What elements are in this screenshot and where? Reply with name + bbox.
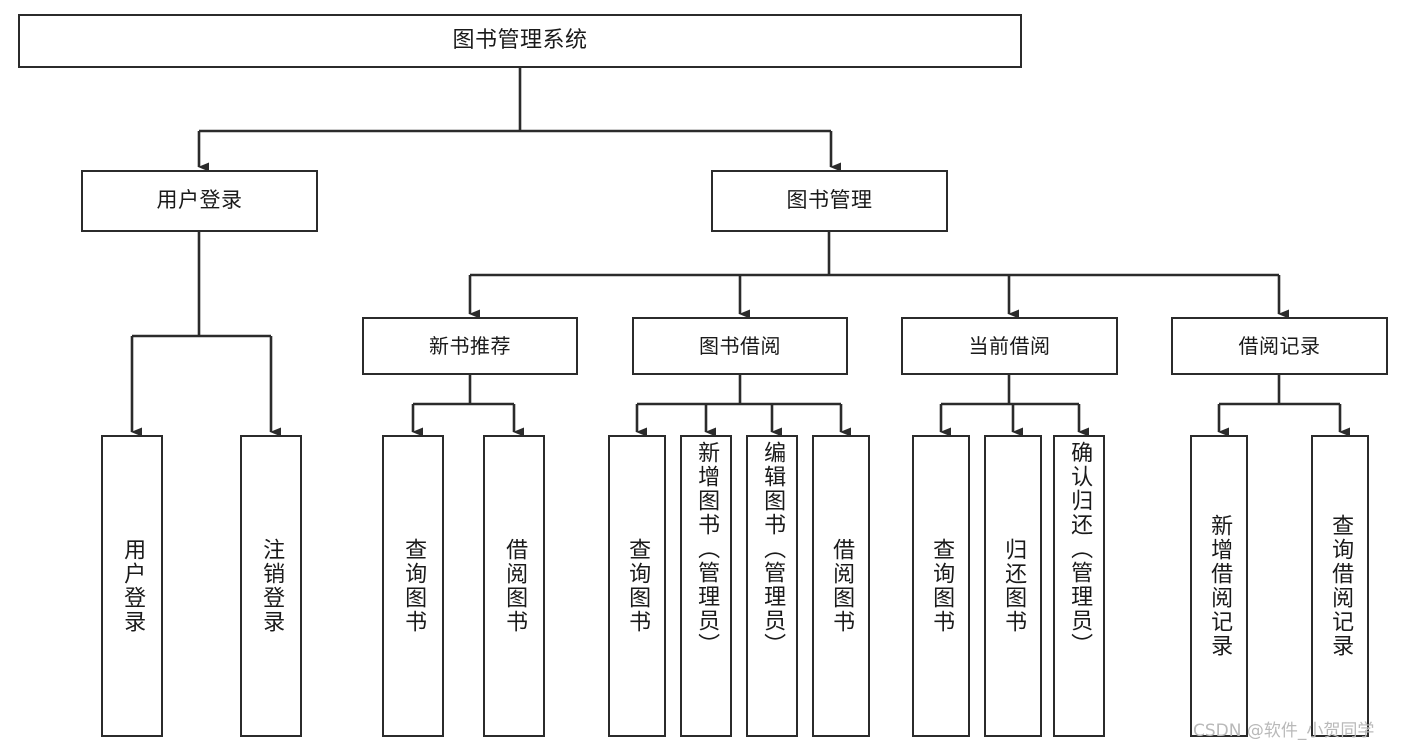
node-leaf-add-record-label: 新增借阅记录 bbox=[1207, 514, 1233, 658]
node-leaf-query-book-3[interactable]: 查询图书 bbox=[912, 435, 970, 737]
node-leaf-query-book-1-label: 查询图书 bbox=[401, 538, 427, 634]
node-leaf-query-book-2[interactable]: 查询图书 bbox=[608, 435, 666, 737]
node-leaf-borrow-book-1[interactable]: 借阅图书 bbox=[483, 435, 545, 737]
node-new-book-rec[interactable]: 新书推荐 bbox=[362, 317, 578, 375]
node-leaf-confirm-return[interactable]: 确认归还（管理员） bbox=[1053, 435, 1105, 737]
node-leaf-return-book-label: 归还图书 bbox=[1001, 538, 1027, 634]
node-leaf-add-record[interactable]: 新增借阅记录 bbox=[1190, 435, 1248, 737]
node-leaf-logout[interactable]: 注销登录 bbox=[240, 435, 302, 737]
node-leaf-user-login-label: 用户登录 bbox=[120, 538, 146, 634]
node-leaf-logout-label: 注销登录 bbox=[259, 538, 285, 634]
node-leaf-query-book-3-label: 查询图书 bbox=[929, 538, 955, 634]
node-book-manage[interactable]: 图书管理 bbox=[711, 170, 948, 232]
node-leaf-return-book[interactable]: 归还图书 bbox=[984, 435, 1042, 737]
node-leaf-query-book-2-label: 查询图书 bbox=[625, 538, 651, 634]
node-leaf-add-book-label: 新增图书（管理员） bbox=[694, 441, 720, 657]
node-leaf-edit-book-label: 编辑图书（管理员） bbox=[760, 441, 786, 657]
watermark: CSDN @软件_小贺同学 bbox=[1193, 721, 1375, 741]
node-leaf-borrow-book-2[interactable]: 借阅图书 bbox=[812, 435, 870, 737]
node-leaf-user-login[interactable]: 用户登录 bbox=[101, 435, 163, 737]
node-leaf-add-book[interactable]: 新增图书（管理员） bbox=[680, 435, 732, 737]
node-book-borrow[interactable]: 图书借阅 bbox=[632, 317, 848, 375]
node-current-borrow[interactable]: 当前借阅 bbox=[901, 317, 1118, 375]
node-user-login-label: 用户登录 bbox=[156, 188, 243, 213]
node-user-login[interactable]: 用户登录 bbox=[81, 170, 318, 232]
node-root-label: 图书管理系统 bbox=[452, 27, 588, 53]
node-leaf-edit-book[interactable]: 编辑图书（管理员） bbox=[746, 435, 798, 737]
node-leaf-confirm-return-label: 确认归还（管理员） bbox=[1067, 441, 1093, 657]
node-borrow-record-label: 借阅记录 bbox=[1238, 333, 1321, 358]
node-root[interactable]: 图书管理系统 bbox=[18, 14, 1022, 68]
node-book-manage-label: 图书管理 bbox=[786, 188, 873, 213]
node-book-borrow-label: 图书借阅 bbox=[699, 333, 781, 358]
node-current-borrow-label: 当前借阅 bbox=[968, 333, 1051, 358]
node-borrow-record[interactable]: 借阅记录 bbox=[1171, 317, 1388, 375]
node-new-book-rec-label: 新书推荐 bbox=[429, 333, 511, 358]
node-leaf-query-book-1[interactable]: 查询图书 bbox=[382, 435, 444, 737]
node-leaf-borrow-book-2-label: 借阅图书 bbox=[829, 538, 855, 634]
node-leaf-query-record[interactable]: 查询借阅记录 bbox=[1311, 435, 1369, 737]
node-leaf-query-record-label: 查询借阅记录 bbox=[1328, 514, 1354, 658]
node-leaf-borrow-book-1-label: 借阅图书 bbox=[502, 538, 528, 634]
